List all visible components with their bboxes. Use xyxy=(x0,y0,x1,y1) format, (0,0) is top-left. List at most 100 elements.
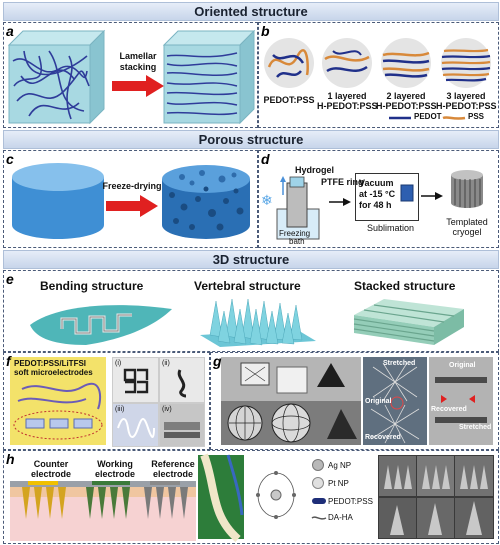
label-counter-1: Counter xyxy=(33,459,69,469)
circle-1-layered xyxy=(322,38,372,88)
red-arrow-icon xyxy=(112,75,164,97)
label-recovered-1: Recovered xyxy=(365,434,401,441)
cube-aligned-fibers xyxy=(162,29,256,125)
arrow-text-freeze-drying: Freeze-drying xyxy=(102,181,162,191)
label-bath: bath xyxy=(289,237,305,246)
legend-ag-np: Ag NP xyxy=(328,461,352,470)
ag-np-icon xyxy=(312,459,324,471)
sub-label-i: (i) xyxy=(115,360,122,367)
sub-label-ii: (ii) xyxy=(162,360,170,367)
label-vacuum-3: for 48 h xyxy=(359,200,392,210)
panel-f: PEDOT:PSS/LiTFSI soft microelectrodes (i… xyxy=(3,352,210,450)
da-ha-icon xyxy=(311,516,327,520)
reaction-schematic xyxy=(246,455,308,539)
label-stretched-1: Stretched xyxy=(383,360,416,367)
pt-np-icon xyxy=(312,477,324,489)
label-vertebral-structure: Vertebral structure xyxy=(194,279,301,293)
photo-iv: (iv) xyxy=(159,403,205,447)
panel-h: Counter electrode Working electrode Refe… xyxy=(3,450,499,544)
caption-2-layered-b: H-PEDOT:PSS xyxy=(376,101,437,111)
snowflake-icon: ❄ xyxy=(261,192,273,208)
porous-cylinder xyxy=(162,165,250,239)
pedot-pss-icon xyxy=(312,498,326,504)
section-title-oriented: Oriented structure xyxy=(3,2,499,21)
section-title-3d: 3D structure xyxy=(3,250,499,269)
arrow-text-line1: Lamellar xyxy=(119,51,157,61)
vertebral-structure-spikes xyxy=(200,298,316,347)
sub-label-iii: (iii) xyxy=(115,406,125,413)
caption-3-layered-b: H-PEDOT:PSS xyxy=(436,101,497,111)
label-stretched-2: Stretched xyxy=(459,424,492,431)
label-pedot-litfsi: PEDOT:PSS/LiTFSI xyxy=(14,359,87,368)
arrow-text-line2: stacking xyxy=(119,62,157,72)
panel-label-a: a xyxy=(6,23,14,39)
legend-pss-label: PSS xyxy=(468,112,485,121)
photo-ii: (ii) xyxy=(159,357,205,403)
finger-electrode xyxy=(177,369,187,398)
label-bending-structure: Bending structure xyxy=(40,279,144,293)
label-reference-2: electrode xyxy=(152,469,194,479)
templated-cryogel xyxy=(451,170,483,208)
panel-d: Hydrogel PTFE ring ❄ Freezing bath Vacuu… xyxy=(258,150,499,248)
panel-e: Bending structure Vertebral structure St… xyxy=(3,270,499,352)
arrow-icon xyxy=(329,198,351,206)
label-cryogel: cryogel xyxy=(452,227,482,237)
microneedle-array xyxy=(10,481,196,541)
label-reference-1: Reference xyxy=(151,459,195,469)
legend-pedot-label: PEDOT xyxy=(414,112,442,121)
sub-label-iv: (iv) xyxy=(162,406,172,413)
label-hydrogel: Hydrogel xyxy=(295,165,335,175)
sample-vial xyxy=(400,184,414,202)
label-vacuum-1: Vacuum xyxy=(359,178,394,188)
photo-stretch-strip: Original Recovered Stretched xyxy=(429,357,493,445)
cross-section-image xyxy=(164,422,200,438)
photo-i: (i) xyxy=(112,357,159,403)
panel-label-h: h xyxy=(6,451,15,467)
label-sublimation: Sublimation xyxy=(367,223,415,233)
caption-1-layered-a: 1 layered xyxy=(327,91,367,101)
label-original-1: Original xyxy=(365,398,392,405)
label-vacuum-2: at -15 °C xyxy=(359,189,396,199)
photo-grid-samples xyxy=(221,357,361,445)
circle-pedot-pss xyxy=(264,38,314,88)
material-legend: Ag NP Pt NP PEDOT:PSS DA-HA xyxy=(310,455,376,539)
microelectrode-photo: PEDOT:PSS/LiTFSI soft microelectrodes xyxy=(10,357,106,445)
legend-pedot-line xyxy=(389,116,411,120)
legend-pss-line xyxy=(442,116,466,120)
label-stacked-structure: Stacked structure xyxy=(354,279,456,293)
panel-c: Freeze-drying c xyxy=(3,150,258,248)
panel-label-b: b xyxy=(261,23,270,39)
sem-micrographs xyxy=(379,456,493,538)
label-ptfe-ring: PTFE ring xyxy=(321,177,364,187)
label-soft-microelectrodes: soft microelectrodes xyxy=(14,368,93,377)
solid-cylinder xyxy=(12,163,104,239)
label-freezing: Freezing xyxy=(279,229,311,238)
stacked-structure-lattice xyxy=(353,299,464,345)
photo-iii: (iii) xyxy=(112,403,159,447)
panel-a: Lamellar stacking a xyxy=(3,22,258,128)
label-original-2: Original xyxy=(449,362,476,369)
red-arrow-icon xyxy=(106,195,158,217)
caption-2-layered-a: 2 layered xyxy=(386,91,426,101)
panel-label-f: f xyxy=(6,353,11,369)
sem-image-grid xyxy=(378,455,494,539)
label-templated: Templated xyxy=(446,217,488,227)
panel-label-c: c xyxy=(6,151,14,167)
legend-da-ha: DA-HA xyxy=(328,513,353,522)
label-recovered-2: Recovered xyxy=(431,406,467,413)
arrow-icon xyxy=(421,192,443,200)
label-working-1: Working xyxy=(97,459,133,469)
label-counter-2: electrode xyxy=(30,469,72,479)
needle-shaft xyxy=(200,453,244,543)
circle-2-layered xyxy=(381,38,431,88)
label-working-2: electrode xyxy=(94,469,136,479)
stretched-lattice xyxy=(370,362,420,444)
stretched-strip xyxy=(435,377,487,423)
legend-pedot-pss: PEDOT:PSS xyxy=(328,497,373,506)
panel-b: PEDOT:PSS 1 layered H-PEDOT:PSS 2 layere… xyxy=(258,22,499,128)
panel-label-g: g xyxy=(213,353,222,369)
microelectrode-traces xyxy=(13,382,103,440)
lattice-samples xyxy=(221,357,361,445)
reaction-cycle xyxy=(256,471,296,519)
serpentine-electrode xyxy=(117,418,155,438)
